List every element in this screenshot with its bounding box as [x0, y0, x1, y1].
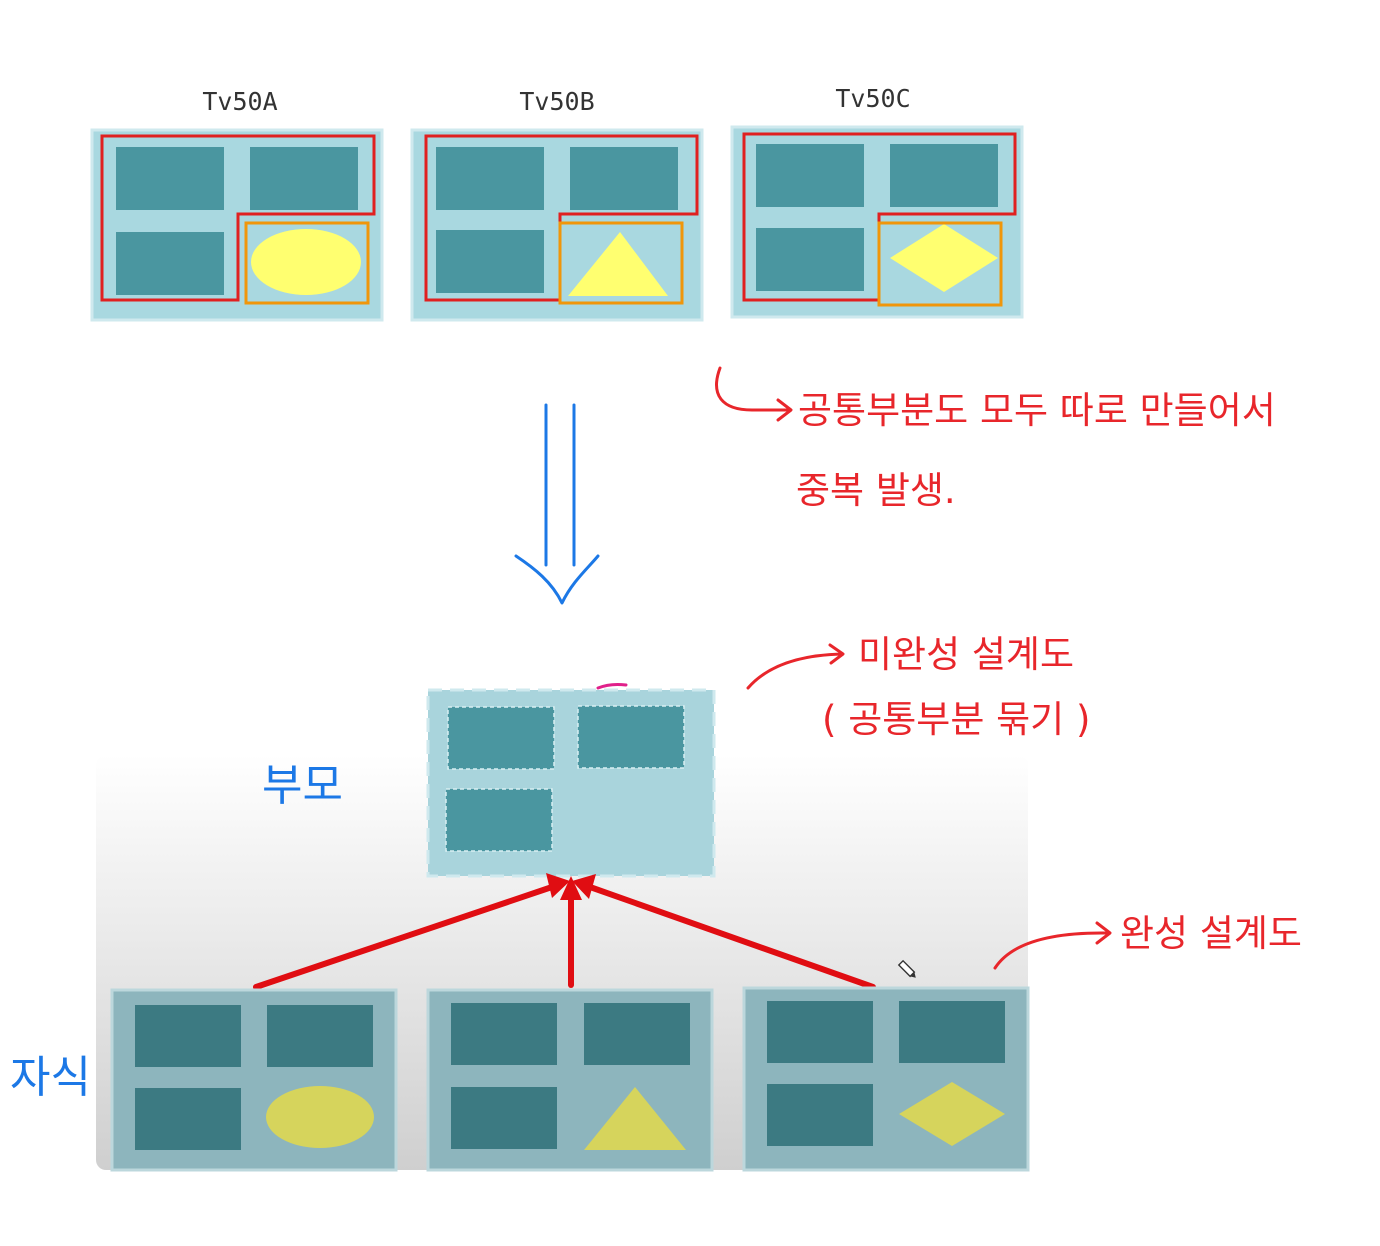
note-arrow — [746, 652, 844, 690]
note-arrow — [993, 931, 1110, 970]
double-down-arrow-icon — [514, 403, 600, 605]
tile — [756, 144, 864, 207]
child-label: 자식 — [10, 1052, 91, 1103]
tile — [570, 147, 678, 210]
diamond-shape — [899, 1082, 1005, 1146]
board-tv50a: Tv50A — [90, 87, 384, 322]
arrowhead — [560, 876, 582, 900]
tile — [267, 1005, 373, 1067]
tile — [447, 706, 555, 770]
child-board-3 — [742, 986, 1030, 1172]
tile — [899, 1001, 1005, 1063]
diamond-shape — [890, 224, 998, 292]
tile — [767, 1001, 873, 1063]
arrow-line — [587, 884, 876, 990]
incomplete-note-line2: ( 공통부분 묶기 ) — [822, 698, 1090, 741]
ellipse-shape — [251, 229, 361, 295]
common-part-outline — [742, 132, 1017, 302]
tile — [135, 1005, 241, 1067]
arrowhead — [546, 873, 570, 898]
incomplete-note-line1: 미완성 설계도 — [858, 633, 1074, 676]
parent-label: 부모 — [262, 760, 343, 811]
tile — [756, 228, 864, 291]
board-tv50c: Tv50C — [730, 84, 1024, 319]
arrow-line — [253, 884, 555, 990]
note-arrowhead — [828, 643, 845, 665]
tile — [116, 147, 224, 210]
triangle-shape — [568, 232, 668, 296]
note-arrowhead — [776, 398, 793, 422]
tile — [451, 1087, 557, 1149]
tile — [436, 230, 544, 293]
complete-note: 완성 설계도 — [1120, 912, 1302, 955]
tile — [116, 232, 224, 295]
tile — [250, 147, 358, 210]
tile — [767, 1084, 873, 1146]
magenta-pen-mark — [596, 682, 628, 690]
board-title: Tv50C — [835, 84, 910, 113]
tile — [584, 1003, 690, 1065]
common-part-outline — [100, 134, 376, 302]
common-part-outline — [424, 134, 699, 302]
tile — [577, 705, 685, 769]
triangle-shape — [584, 1087, 686, 1150]
child-board-2 — [426, 988, 714, 1172]
note-arrow — [715, 366, 792, 412]
note-arrowhead — [1095, 921, 1112, 945]
duplication-note: 공통부분도 모두 따로 만들어서 중복 발생. — [715, 366, 1276, 512]
inheritance-arrows — [253, 873, 876, 990]
duplication-note-line2: 중복 발생. — [796, 469, 956, 512]
incomplete-design-note: 미완성 설계도 ( 공통부분 묶기 ) — [746, 633, 1090, 741]
duplication-note-line1: 공통부분도 모두 따로 만들어서 — [798, 389, 1276, 432]
unique-part-outline — [877, 221, 1003, 307]
board-title: Tv50A — [202, 87, 277, 116]
board-tv50b: Tv50B — [410, 87, 704, 322]
unique-part-outline — [244, 221, 370, 305]
tile — [135, 1088, 241, 1150]
ellipse-shape — [266, 1086, 374, 1148]
child-board-1 — [110, 988, 398, 1172]
tile — [451, 1003, 557, 1065]
tile — [890, 144, 998, 207]
unique-part-outline — [558, 221, 684, 305]
pencil-cursor-icon — [897, 959, 916, 978]
parent-board — [426, 688, 716, 878]
tile — [436, 147, 544, 210]
complete-design-note: 완성 설계도 — [993, 912, 1302, 970]
tile — [445, 788, 553, 852]
arrowhead — [572, 874, 596, 899]
board-title: Tv50B — [519, 87, 594, 116]
